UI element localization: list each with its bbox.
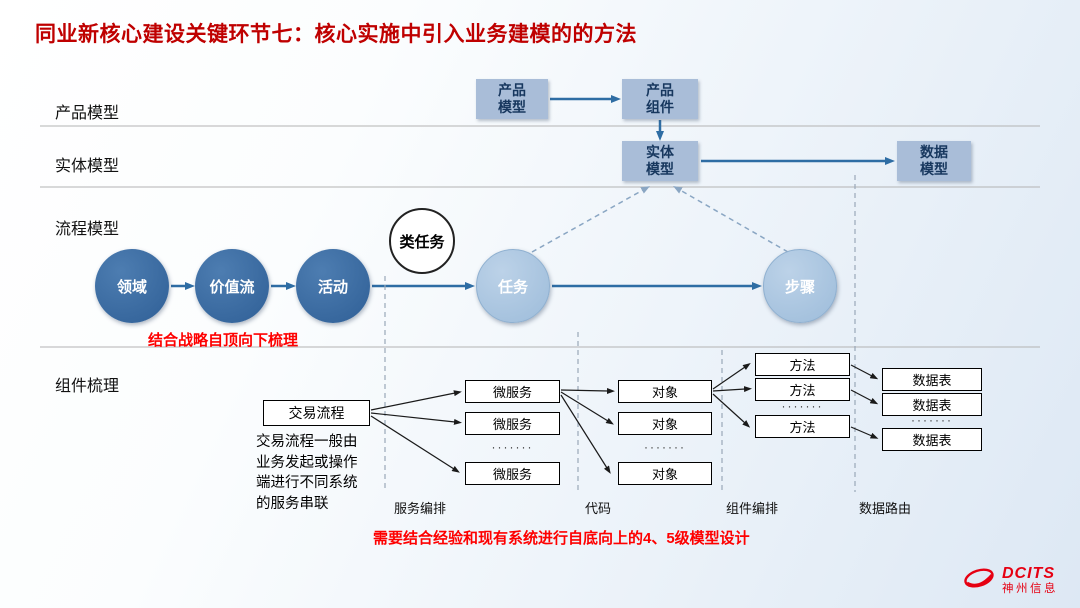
lane-label-code: 代码 bbox=[585, 501, 612, 516]
process-node-task: 任务 bbox=[476, 249, 550, 323]
product-component-box: 产品 组件 bbox=[622, 79, 698, 119]
top-down-note: 结合战略自顶向下梳理 bbox=[148, 332, 299, 349]
lane-label-component-orchestration: 组件编排 bbox=[726, 501, 779, 516]
data-table-box: 数据表 bbox=[882, 368, 982, 391]
microservice-box: 微服务 bbox=[465, 380, 560, 403]
method-box: 方法 bbox=[755, 353, 850, 376]
logo-swoosh-icon bbox=[962, 563, 996, 598]
row-label-product-model: 产品模型 bbox=[55, 105, 120, 122]
data-model-box: 数据 模型 bbox=[897, 141, 971, 181]
logo-company-text: 神州信息 bbox=[1002, 583, 1058, 596]
method-box: 方法 bbox=[755, 378, 850, 401]
logo-brand-text: DCITS bbox=[1002, 564, 1055, 582]
microservice-box: 微服务 bbox=[465, 462, 560, 485]
row-label-entity-model: 实体模型 bbox=[55, 158, 120, 175]
section-divider-lines bbox=[40, 125, 1040, 348]
microservice-box: 微服务 bbox=[465, 412, 560, 435]
object-box: 对象 bbox=[618, 462, 712, 485]
data-table-box: 数据表 bbox=[882, 393, 982, 416]
process-node-step: 步骤 bbox=[763, 249, 837, 323]
bottom-up-note: 需要结合经验和现有系统进行自底向上的4、5级模型设计 bbox=[373, 530, 750, 547]
transaction-flow-description: 交易流程一般由 业务发起或操作 端进行不同系统 的服务串联 bbox=[256, 434, 358, 512]
task-class-circle: 类任务 bbox=[389, 208, 455, 274]
process-node-domain: 领域 bbox=[95, 249, 169, 323]
process-node-activity: 活动 bbox=[296, 249, 370, 323]
object-ellipsis: ······· bbox=[644, 440, 686, 454]
method-box: 方法 bbox=[755, 415, 850, 438]
data-table-ellipsis: ······· bbox=[911, 413, 953, 427]
lane-label-data-routing: 数据路由 bbox=[859, 501, 912, 516]
company-logo: DCITS 神州信息 bbox=[962, 563, 1058, 598]
process-node-value-stream: 价值流 bbox=[195, 249, 269, 323]
transaction-flow-box: 交易流程 bbox=[263, 400, 370, 426]
lane-label-service-orchestration: 服务编排 bbox=[394, 501, 447, 516]
slide-title: 同业新核心建设关键环节七：核心实施中引入业务建模的的方法 bbox=[35, 23, 637, 46]
data-table-box: 数据表 bbox=[882, 428, 982, 451]
entity-mapping-dashed-arrows bbox=[531, 186, 789, 253]
object-box: 对象 bbox=[618, 380, 712, 403]
method-ellipsis: ······· bbox=[781, 399, 824, 413]
object-box: 对象 bbox=[618, 412, 712, 435]
row-label-process-model: 流程模型 bbox=[55, 221, 120, 238]
microservice-ellipsis: ······· bbox=[491, 440, 534, 454]
product-model-box: 产品 模型 bbox=[476, 79, 548, 119]
entity-model-box: 实体 模型 bbox=[622, 141, 698, 181]
row-label-component: 组件梳理 bbox=[55, 378, 120, 395]
